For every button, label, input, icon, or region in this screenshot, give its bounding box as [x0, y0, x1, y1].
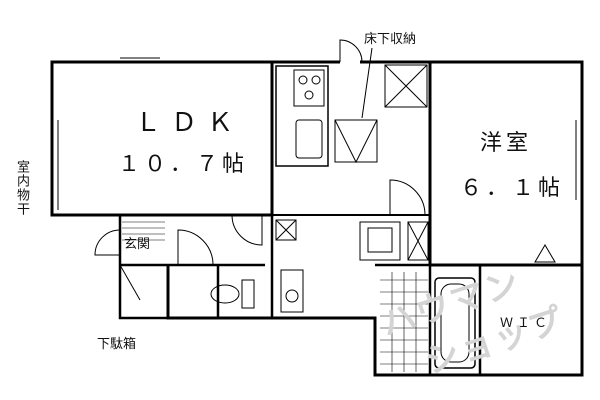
entrance-step-hatch [122, 221, 165, 241]
room-wic-name: ＷＩＣ [500, 316, 552, 331]
bath-tile-grid [380, 272, 428, 372]
door-hall [231, 214, 263, 246]
washer-drum [367, 227, 393, 253]
toilet-bowl [210, 284, 240, 304]
washbasin [280, 269, 304, 313]
storage-pointer [361, 47, 373, 119]
room-ldk-name: ＬＤＫ [135, 108, 244, 138]
ldk-bottom-wall [52, 213, 274, 318]
window-right [575, 120, 583, 200]
storage-x-2 [384, 64, 428, 108]
outer-wall-right [430, 60, 584, 267]
entrance-walls [118, 215, 168, 320]
door-storage [339, 39, 363, 63]
window-top [120, 57, 160, 63]
storage-box-2 [384, 64, 428, 108]
closet-box [407, 221, 429, 261]
washer-space [359, 221, 401, 261]
wic-triangle [534, 244, 556, 263]
room-ldk-size: １０．７帖 [118, 152, 249, 177]
toilet-tank [241, 279, 255, 309]
kitchen-counter [275, 65, 329, 167]
bath-walls [375, 263, 582, 375]
storage-x [334, 119, 378, 164]
burner [311, 75, 321, 85]
door-ldk [389, 179, 426, 216]
label-shoe-box: 下駄箱 [97, 337, 137, 352]
window-left [51, 120, 59, 210]
label-indoor-drying: 室内物干 [14, 160, 29, 216]
burner [298, 75, 308, 85]
shoe-box-line [119, 264, 141, 301]
bathtub [434, 277, 476, 369]
door-toilet [177, 229, 214, 266]
refrigerator [275, 219, 297, 241]
toilet-walls [168, 263, 265, 318]
door-entrance [94, 229, 121, 256]
burner [304, 90, 314, 100]
underfloor-storage-box [334, 119, 378, 163]
room-western-size: ６．１帖 [460, 176, 565, 201]
kitchen-sink [295, 119, 323, 159]
room-western-name: 洋室 [480, 131, 533, 156]
label-underfloor-storage: 床下収納 [364, 32, 417, 47]
stove [293, 69, 325, 107]
room-entrance-name: 玄関 [124, 237, 151, 252]
